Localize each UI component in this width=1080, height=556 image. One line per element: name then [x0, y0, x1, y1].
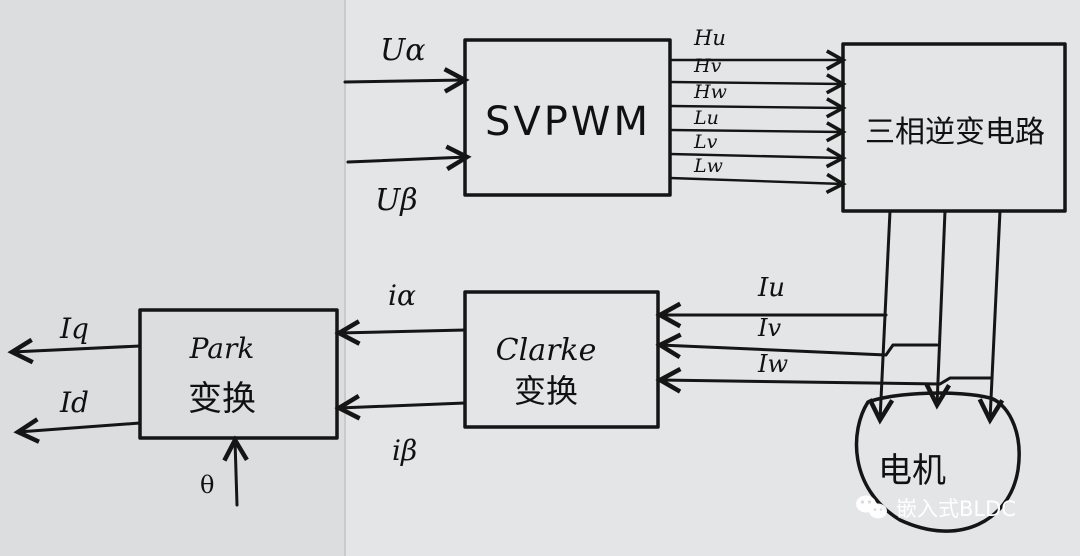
u-alpha-label: Uα: [380, 33, 426, 68]
u-alpha-input-arrow: [343, 80, 465, 82]
id-label: Id: [59, 386, 89, 419]
iw-feedback-arrow: [660, 378, 994, 384]
paper-left-page: [0, 0, 345, 556]
park-label-line1: Park: [189, 332, 255, 365]
park-label-line2: 变换: [188, 379, 256, 419]
i-alpha-label: iα: [388, 279, 416, 312]
phase-w-wire: [990, 209, 1000, 420]
i-alpha-arrow: [339, 330, 467, 333]
theta-label: θ: [200, 471, 214, 499]
pwm-line-lu: [668, 130, 843, 132]
svpwm-label: SVPWM: [485, 99, 651, 145]
iq-label: Iq: [59, 312, 89, 345]
id-output-arrow: [18, 423, 142, 432]
inverter-label: 三相逆变电路: [865, 115, 1045, 150]
i-beta-label: iβ: [392, 434, 417, 467]
svpwm-block: [463, 38, 672, 197]
pwm-line-hv: [668, 82, 843, 84]
phase-v-wire: [937, 209, 945, 405]
pwm-lines: [668, 60, 843, 184]
motor-block: [854, 391, 1021, 533]
motor-label: 电机: [878, 451, 946, 491]
pwm-line-lv: [668, 154, 843, 158]
u-beta-input-arrow: [346, 157, 467, 162]
pwm-label: Hw: [693, 81, 727, 103]
wechat-icon: [856, 495, 887, 519]
pwm-label: Hv: [693, 55, 722, 77]
pwm-label: Hu: [693, 26, 726, 50]
i-beta-arrow: [339, 403, 467, 408]
clarke-label-line2: 变换: [514, 372, 578, 410]
iu-label: Iu: [757, 273, 785, 303]
pwm-label: Lu: [693, 107, 719, 129]
iv-label: Iv: [757, 314, 781, 342]
pwm-labels: Hu Hv Hw Lu Lv Lw: [693, 26, 727, 177]
pwm-line-lw: [668, 178, 843, 184]
iv-feedback-arrow: [660, 345, 939, 355]
watermark: 嵌入式BLDC: [856, 495, 1016, 521]
pwm-label: Lw: [693, 155, 723, 177]
watermark-text: 嵌入式BLDC: [896, 497, 1016, 521]
pwm-label: Lv: [693, 131, 718, 153]
pwm-line-hw: [668, 106, 843, 108]
iw-label: Iw: [757, 350, 788, 378]
iq-output-arrow: [12, 346, 142, 352]
theta-input-arrow: [235, 440, 237, 507]
u-beta-label: Uβ: [375, 183, 418, 218]
clarke-label-line1: Clarke: [496, 333, 597, 368]
clarke-block: [463, 290, 660, 429]
